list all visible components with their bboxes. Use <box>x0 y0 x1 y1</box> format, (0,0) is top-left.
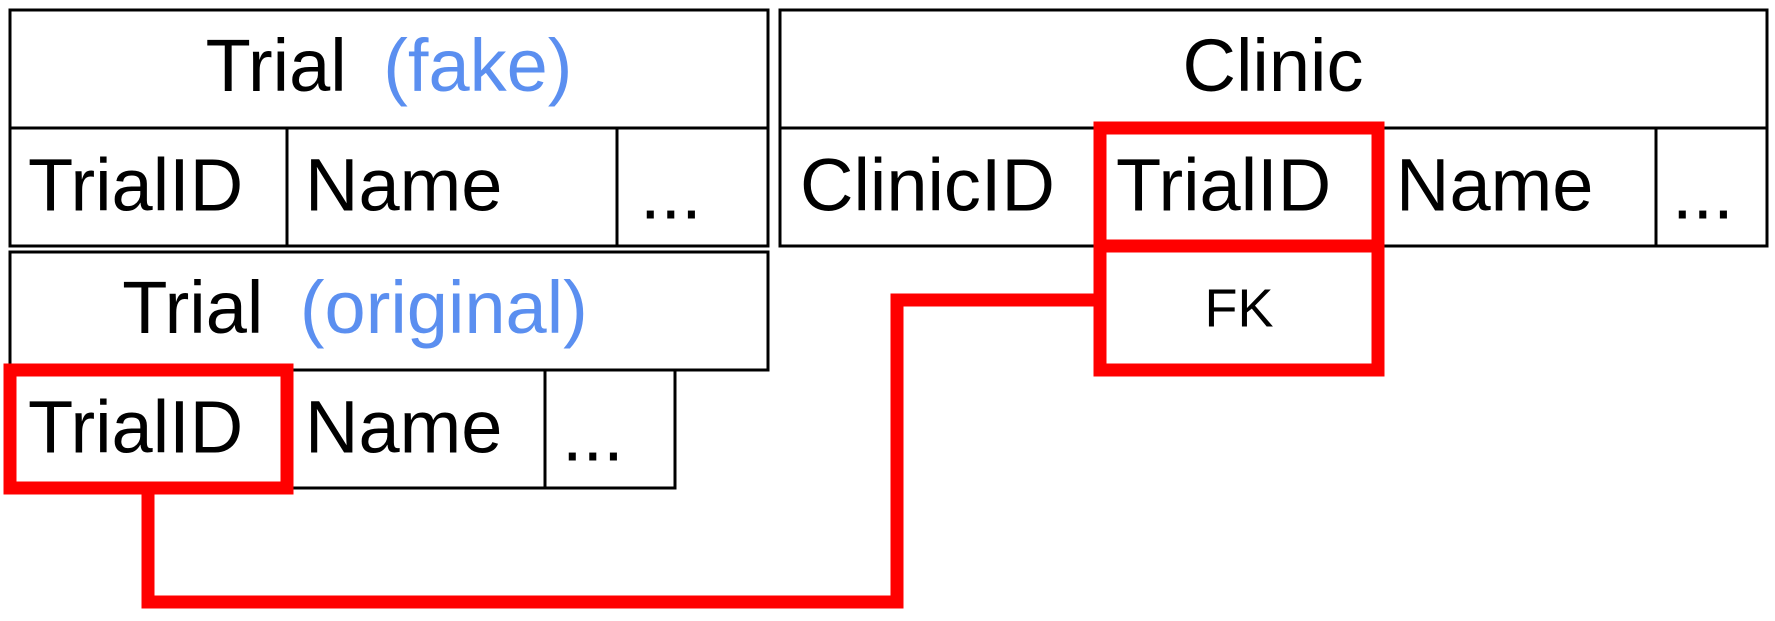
clinic-col-name-label: Name <box>1396 144 1593 227</box>
foreign-key-connector-line <box>141 293 1100 609</box>
trial-fake-title-cell <box>8 8 770 130</box>
trial-fake-title-main: Trial <box>206 24 347 107</box>
trial-fake-title: Trial (fake) <box>206 24 573 107</box>
trial-fake-col-trialid-label: TrialID <box>28 144 243 227</box>
clinic-col-clinicid-cell <box>778 126 1102 248</box>
clinic-col-trialid-cell <box>1098 126 1380 248</box>
highlight-clinic-trialid <box>1093 121 1385 253</box>
fk-label: FK <box>1204 278 1273 338</box>
trial-fake-title-note: (fake) <box>383 24 572 107</box>
clinic-title-main: Clinic <box>1183 24 1364 107</box>
table-clinic: Clinic ClinicID TrialID Name ... <box>778 8 1769 248</box>
trial-original-col-name-cell <box>285 368 547 490</box>
clinic-col-more-cell <box>1654 126 1769 248</box>
trial-original-title: Trial (original) <box>122 266 588 349</box>
trial-original-col-trialid-label: TrialID <box>28 386 243 469</box>
trial-fake-col-more-cell <box>615 126 770 248</box>
trial-original-title-cell <box>8 250 770 372</box>
trial-fake-col-more-label: ... <box>640 152 702 235</box>
table-trial-original: Trial (original) TrialID Name ... <box>8 250 770 490</box>
trial-original-col-more-label: ... <box>562 394 624 477</box>
clinic-col-clinicid-label: ClinicID <box>800 144 1055 227</box>
trial-fake-col-trialid-cell <box>8 126 289 248</box>
trial-original-col-name-label: Name <box>305 386 502 469</box>
trial-original-title-main: Trial <box>122 266 263 349</box>
clinic-title: Clinic <box>1183 24 1364 107</box>
trial-fake-col-name-cell <box>285 126 619 248</box>
highlight-trial-original-trialid <box>3 363 294 495</box>
clinic-col-name-cell <box>1376 126 1658 248</box>
trial-original-col-more-cell <box>543 368 677 490</box>
trial-fake-col-name-label: Name <box>305 144 502 227</box>
table-trial-fake: Trial (fake) TrialID Name ... <box>8 8 770 248</box>
clinic-col-more-label: ... <box>1672 152 1734 235</box>
trial-original-title-note: (original) <box>300 266 588 349</box>
foreign-key-connector-group: FK <box>3 121 1385 609</box>
clinic-col-trialid-label: TrialID <box>1116 144 1331 227</box>
